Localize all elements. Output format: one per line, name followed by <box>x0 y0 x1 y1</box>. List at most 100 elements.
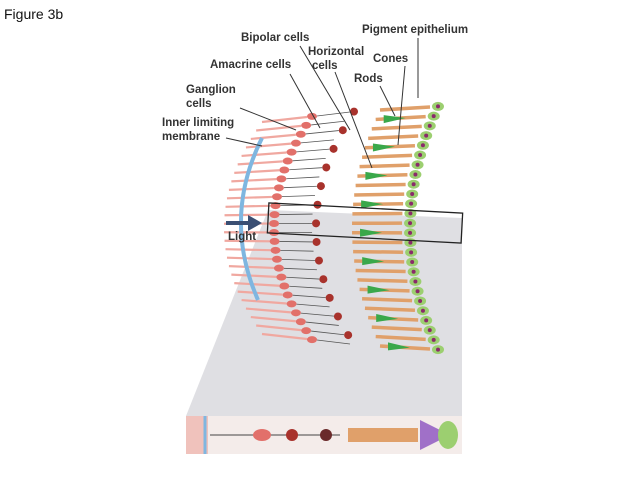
ganglion-fiber <box>226 256 273 261</box>
cone-cell <box>365 171 388 180</box>
zoom-strip <box>186 416 462 454</box>
cell-connector <box>316 111 351 117</box>
label-horizontal-cells-1: Horizontal <box>308 46 365 58</box>
cell-connector <box>283 267 317 271</box>
bipolar-cell <box>313 200 322 209</box>
ganglion-cell <box>276 175 287 183</box>
bipolar-cell <box>344 331 353 340</box>
label-amacrine-cells: Amacrine cells <box>210 59 292 71</box>
ganglion-cell <box>282 157 293 165</box>
ganglion-cell <box>269 237 280 245</box>
rod-cell <box>354 192 405 197</box>
epithelium-nucleus <box>424 133 429 138</box>
ganglion-cell <box>301 327 312 335</box>
rod-cell <box>353 249 404 254</box>
epithelium-nucleus <box>408 211 413 216</box>
cone-cell <box>362 257 385 266</box>
leader-lines <box>225 38 419 169</box>
zoom-horizontal-cell <box>320 429 332 441</box>
inner-limiting-membrane <box>239 137 264 301</box>
rod-cell <box>371 325 422 332</box>
rod-cell <box>362 153 413 159</box>
ganglion-fiber <box>237 160 283 166</box>
epithelium-nucleus <box>427 328 432 333</box>
rod-cell <box>362 297 413 303</box>
epithelium-nucleus <box>418 153 423 158</box>
ganglion-cell <box>290 139 301 147</box>
epithelium-nucleus <box>408 221 413 226</box>
ganglion-fiber <box>256 124 302 132</box>
ganglion-cell <box>295 318 306 326</box>
retina-layers <box>224 101 444 355</box>
cell-connector <box>296 303 330 308</box>
cell-connector <box>311 330 345 336</box>
bipolar-cell <box>338 126 347 135</box>
epithelium-nucleus <box>424 318 429 323</box>
cone-cell <box>376 313 399 322</box>
ganglion-cell <box>273 264 284 272</box>
ganglion-fiber <box>231 273 277 278</box>
label-rods: Rods <box>354 73 383 85</box>
epithelium-nucleus <box>431 337 436 342</box>
cell-connector <box>289 167 323 171</box>
zoom-rod <box>348 428 418 442</box>
cone-cell <box>367 285 390 294</box>
ganglion-fiber <box>234 282 280 287</box>
epithelium-nucleus <box>436 347 440 352</box>
ganglion-cell <box>290 309 301 317</box>
cell-connector <box>305 130 339 135</box>
epithelium-nucleus <box>427 123 432 128</box>
epithelium-nucleus <box>410 260 415 265</box>
epithelium-nucleus <box>411 182 416 187</box>
rod-cell <box>364 306 416 313</box>
ganglion-fiber <box>228 265 274 270</box>
bipolar-cell <box>319 275 328 284</box>
ganglion-fiber <box>225 204 271 208</box>
ganglion-fiber <box>261 115 308 124</box>
cell-connector <box>281 258 315 261</box>
epithelium-nucleus <box>415 289 420 294</box>
ganglion-fiber <box>237 290 283 296</box>
rod-cell <box>379 105 431 112</box>
ganglion-fiber <box>224 239 270 243</box>
cell-connector <box>296 148 330 153</box>
ganglion-fiber <box>225 248 271 252</box>
ganglion-cell <box>270 246 281 254</box>
bipolar-cell <box>333 312 342 321</box>
cell-connector <box>300 139 334 144</box>
ganglion-cell <box>286 148 297 156</box>
bipolar-cell <box>325 293 334 302</box>
ganglion-cell <box>271 255 282 263</box>
label-light: Light <box>228 231 257 243</box>
cone-cell <box>388 342 410 351</box>
bipolar-cell <box>329 144 338 153</box>
epithelium-nucleus <box>420 308 425 313</box>
label-ganglion-cells-2: cells <box>186 98 212 110</box>
ganglion-cell <box>301 121 312 129</box>
bipolar-cell <box>312 237 321 246</box>
cone-cell <box>372 143 395 152</box>
ganglion-fiber <box>226 195 273 200</box>
ganglion-cell <box>273 184 284 192</box>
epithelium-nucleus <box>436 104 440 109</box>
cell-connector <box>292 158 326 162</box>
epithelium-nucleus <box>420 143 425 148</box>
label-bipolar-cells: Bipolar cells <box>241 32 310 44</box>
epithelium-nucleus <box>413 172 418 177</box>
ganglion-fiber <box>228 186 274 191</box>
ganglion-cell <box>269 228 280 236</box>
rod-cell <box>359 163 410 169</box>
bipolar-cell <box>350 107 358 116</box>
epithelium-nucleus <box>409 201 414 206</box>
rod-cell <box>368 134 419 141</box>
cell-connector <box>305 321 339 326</box>
ganglion-cell <box>295 130 306 138</box>
rod-cell <box>375 334 426 342</box>
ganglion-fiber <box>241 151 287 158</box>
ganglion-fiber <box>245 142 292 149</box>
epithelium-nucleus <box>408 240 413 245</box>
figure-label: Figure 3b <box>4 6 64 22</box>
label-cones: Cones <box>373 53 409 65</box>
ganglion-cell <box>282 291 293 299</box>
